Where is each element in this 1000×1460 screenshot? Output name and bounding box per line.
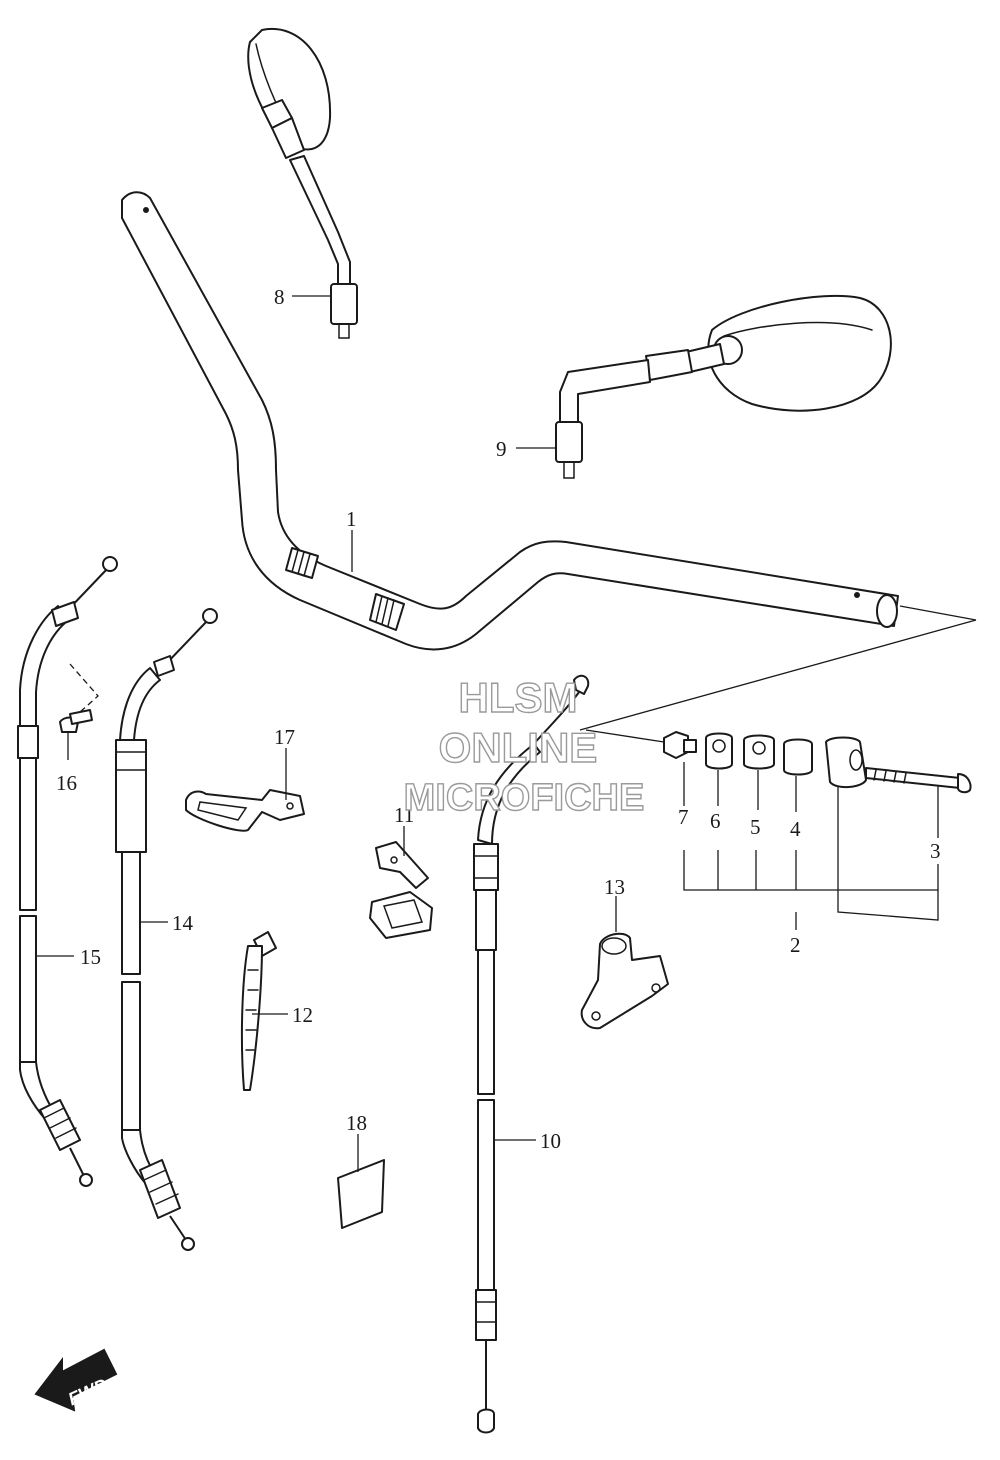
callout-13[interactable]: 13 — [604, 875, 625, 899]
leader-lines — [36, 295, 977, 1172]
callout-15[interactable]: 15 — [80, 945, 101, 969]
watermark: HLSM ONLINE MICROFICHE — [403, 673, 645, 819]
callout-7[interactable]: 7 — [678, 805, 689, 829]
callout-11[interactable]: 11 — [394, 803, 414, 827]
screw-16[interactable] — [59, 709, 93, 760]
clamp-12[interactable] — [240, 931, 277, 1091]
balancer-4[interactable] — [783, 738, 813, 776]
callout-1[interactable]: 1 — [346, 507, 357, 531]
callout-18[interactable]: 18 — [346, 1111, 367, 1135]
callout-6[interactable]: 6 — [710, 809, 721, 833]
watermark-line-2: ONLINE — [439, 724, 598, 771]
watermark-line-3: MICROFICHE — [404, 777, 645, 819]
fwd-badge: FWD — [34, 1348, 118, 1412]
balancer-assembly-2[interactable] — [825, 736, 867, 788]
callout-16[interactable]: 16 — [56, 771, 77, 795]
watermark-line-1: HLSM — [459, 674, 578, 721]
throttle-cable-15[interactable] — [17, 556, 118, 1187]
callouts: 1 2 3 4 5 6 7 8 9 10 11 12 13 14 15 16 1… — [56, 285, 941, 1153]
callout-9[interactable]: 9 — [496, 437, 507, 461]
throttle-cable-14[interactable] — [115, 608, 218, 1251]
callout-3[interactable]: 3 — [930, 839, 941, 863]
callout-14[interactable]: 14 — [172, 911, 194, 935]
callout-10[interactable]: 10 — [540, 1129, 561, 1153]
clutch-cable[interactable] — [473, 674, 590, 1434]
callout-5[interactable]: 5 — [750, 815, 761, 839]
holder-13[interactable] — [580, 932, 669, 1030]
label-18[interactable] — [337, 1159, 385, 1229]
fwd-arrow-icon — [34, 1348, 118, 1412]
callout-17[interactable]: 17 — [274, 725, 295, 749]
callout-4[interactable]: 4 — [790, 817, 801, 841]
clamp-11[interactable] — [369, 841, 433, 939]
clamp-17[interactable] — [185, 789, 305, 832]
callout-12[interactable]: 12 — [292, 1003, 313, 1027]
spacer-5[interactable] — [743, 734, 775, 770]
callout-2[interactable]: 2 — [790, 933, 801, 957]
callout-8[interactable]: 8 — [274, 285, 285, 309]
screw-3[interactable] — [865, 767, 972, 794]
mirror-right[interactable] — [555, 294, 892, 479]
handlebar[interactable] — [121, 191, 899, 651]
nut[interactable] — [663, 731, 697, 759]
mirror-left[interactable] — [247, 27, 358, 339]
spacer-6[interactable] — [705, 732, 733, 770]
